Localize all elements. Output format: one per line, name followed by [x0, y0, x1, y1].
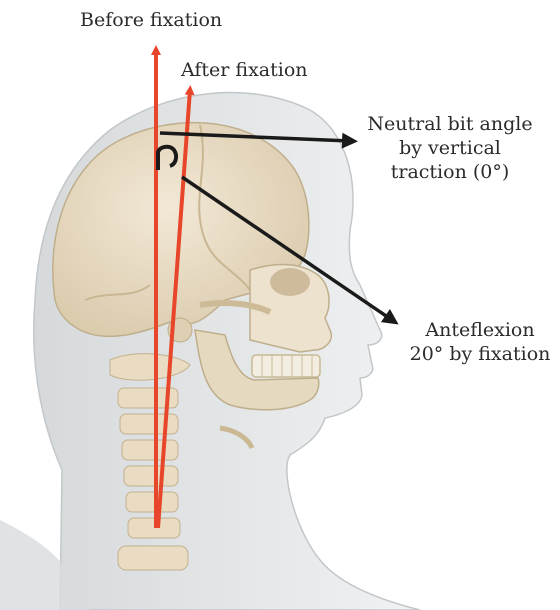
- skull-orbit: [270, 268, 310, 296]
- neutral-angle-label: Neutral bit angle by vertical traction (…: [355, 112, 545, 184]
- anteflexion-line1: Anteflexion: [400, 318, 560, 342]
- before-fixation-label: Before fixation: [80, 8, 222, 32]
- neutral-angle-line3: traction (0°): [355, 160, 545, 184]
- neutral-angle-line2: by vertical: [355, 136, 545, 160]
- anteflexion-line2: 20° by fixation: [400, 342, 560, 366]
- anteflexion-label: Anteflexion 20° by fixation: [400, 318, 560, 366]
- neutral-angle-line1: Neutral bit angle: [355, 112, 545, 136]
- after-fixation-label: After fixation: [181, 58, 308, 82]
